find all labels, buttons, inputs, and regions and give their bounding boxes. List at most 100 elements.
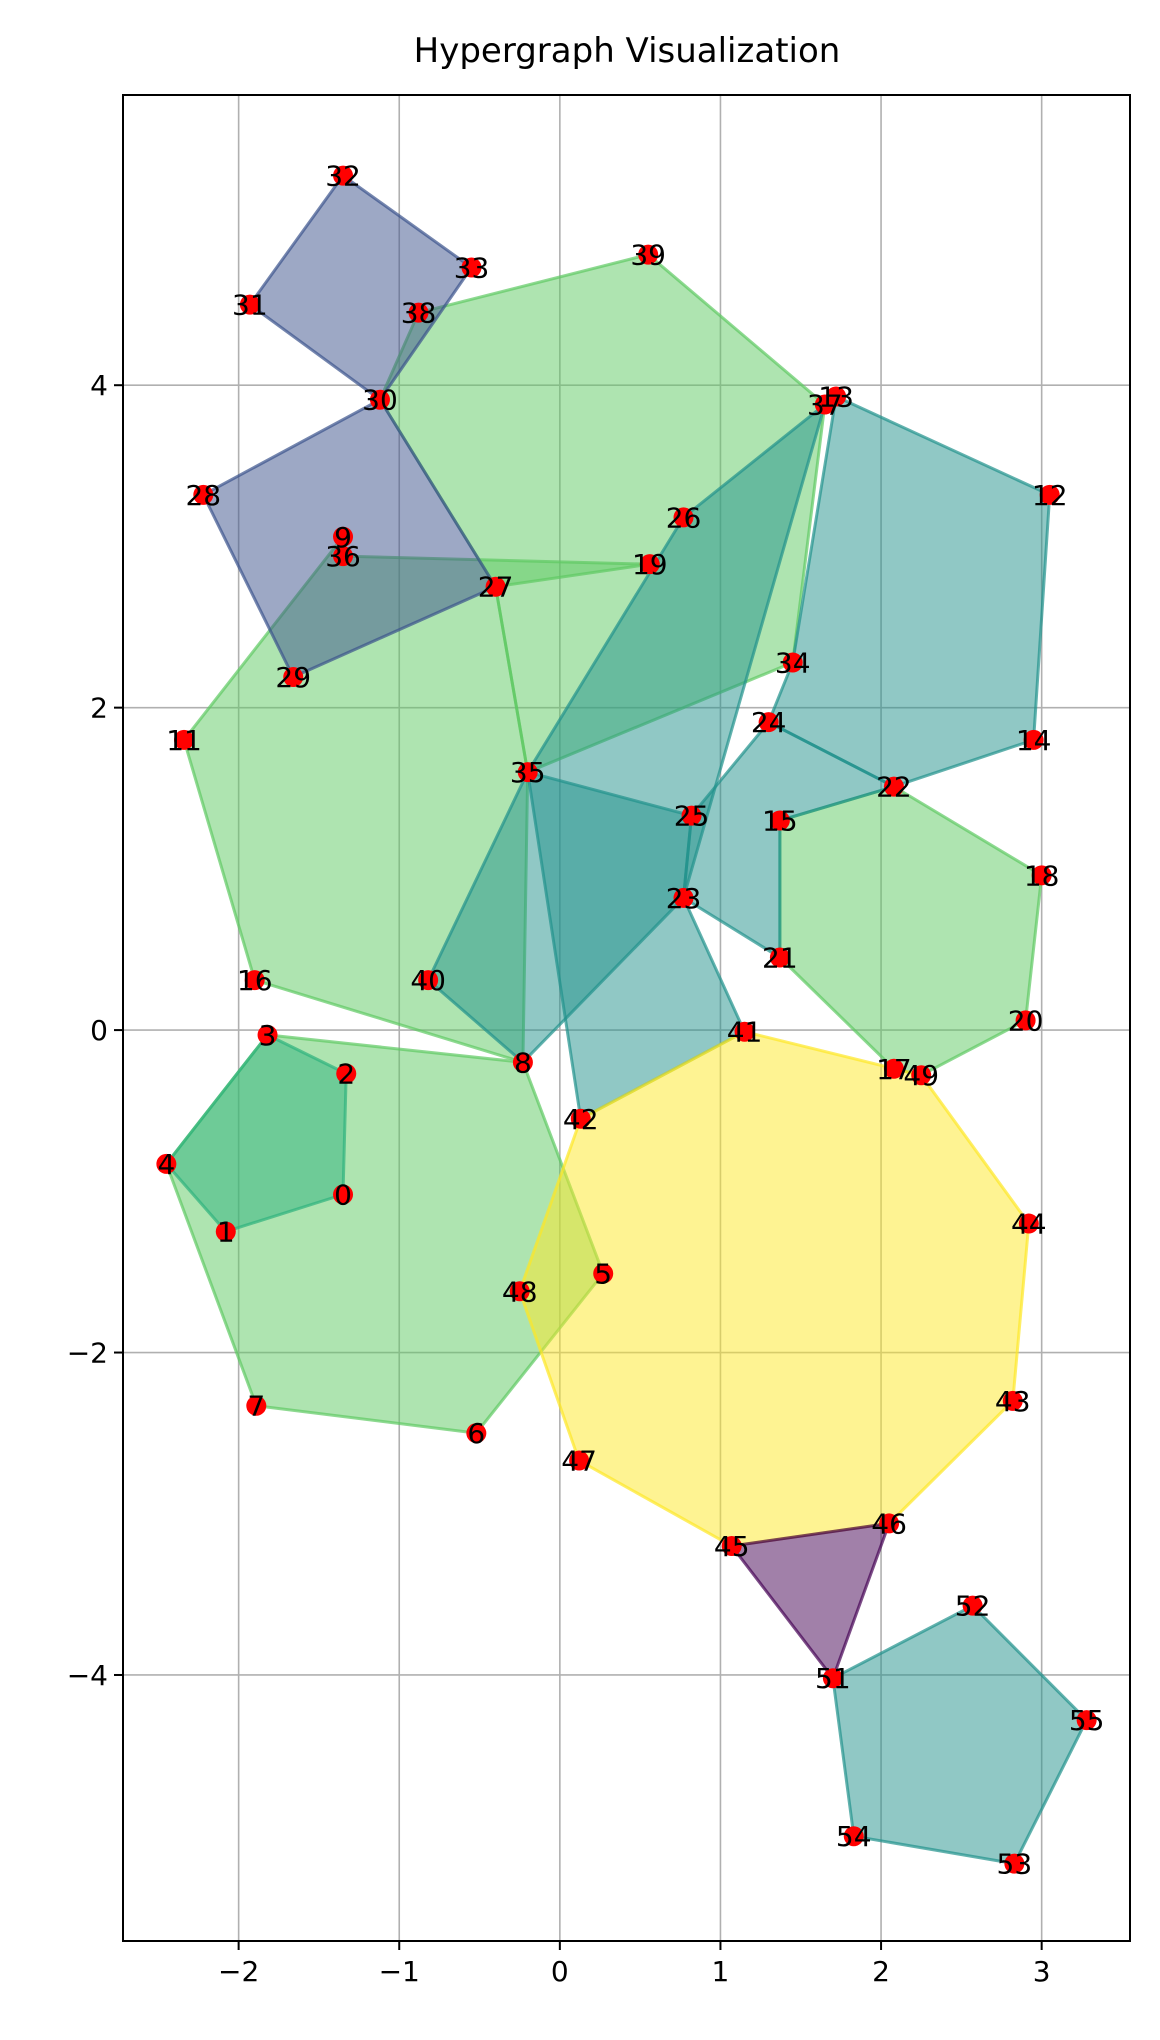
- node-marker: [822, 1668, 843, 1689]
- node-marker: [336, 1063, 357, 1084]
- node-label: 32: [325, 160, 361, 193]
- hyperedge-polygon: [778, 785, 1044, 1077]
- node-label: 47: [561, 1445, 597, 1478]
- node-label: 45: [714, 1530, 750, 1563]
- node-label: 40: [410, 964, 446, 997]
- node-marker: [461, 257, 482, 278]
- node-label: 41: [727, 1016, 763, 1049]
- node-marker: [193, 484, 214, 505]
- node-label: 53: [997, 1848, 1033, 1881]
- node-marker: [1076, 1710, 1097, 1731]
- node-label: 14: [1016, 724, 1052, 757]
- node-marker: [333, 526, 354, 547]
- node-marker: [721, 1536, 742, 1557]
- node-marker: [911, 1065, 932, 1086]
- node-marker: [509, 1281, 530, 1302]
- node-label: 20: [1008, 1004, 1044, 1037]
- node-label: 5: [594, 1258, 612, 1291]
- node-marker: [1023, 729, 1044, 750]
- node-marker: [593, 1263, 614, 1284]
- node-marker: [1002, 1390, 1023, 1411]
- node-label: 6: [467, 1417, 485, 1450]
- node-marker: [962, 1595, 983, 1616]
- node-marker: [782, 652, 803, 673]
- node-marker: [466, 1423, 487, 1444]
- node-marker: [485, 576, 506, 597]
- node-label: 15: [762, 805, 798, 838]
- node-marker: [569, 1450, 590, 1471]
- y-tick-label: 2: [90, 692, 108, 725]
- node-label: 27: [478, 571, 514, 604]
- x-tick-label: −1: [379, 1955, 420, 1988]
- chart-title: Hypergraph Visualization: [414, 31, 841, 71]
- x-tick-label: 3: [1033, 1955, 1051, 1988]
- node-marker: [174, 729, 195, 750]
- node-label: 3: [259, 1019, 277, 1052]
- node-label: 44: [1011, 1208, 1047, 1241]
- node-label: 21: [762, 942, 798, 975]
- node-label: 18: [1024, 859, 1060, 892]
- node-label: 29: [275, 661, 311, 694]
- node-labels: 0123456789111213141516171819202122232425…: [157, 160, 1104, 1881]
- hyperedge-polygon: [730, 1521, 891, 1680]
- node-marker: [883, 1058, 904, 1079]
- node-marker: [283, 667, 304, 688]
- x-tick-label: 0: [551, 1955, 569, 1988]
- y-tick-label: 4: [90, 369, 108, 402]
- node-label: 9: [334, 521, 352, 554]
- node-label: 51: [815, 1662, 851, 1695]
- node-marker: [673, 507, 694, 528]
- node-marker: [418, 970, 439, 991]
- node-label: 43: [995, 1385, 1031, 1418]
- node-label: 52: [955, 1590, 991, 1623]
- node-label: 22: [876, 771, 912, 804]
- node-label: 26: [666, 501, 702, 534]
- node-marker: [156, 1153, 177, 1174]
- node-label: 55: [1069, 1704, 1105, 1737]
- y-tick-label: 0: [90, 1014, 108, 1047]
- node-marker: [883, 776, 904, 797]
- node-marker: [246, 1395, 267, 1416]
- node-label: 25: [674, 800, 710, 833]
- node-label: 38: [401, 297, 437, 330]
- node-marker: [570, 1108, 591, 1129]
- node-label: 4: [157, 1148, 175, 1181]
- node-label: 35: [510, 756, 546, 789]
- plot-frame: [122, 94, 1131, 1942]
- node-label: 34: [775, 647, 811, 680]
- node-label: 8: [514, 1046, 532, 1079]
- node-marker: [843, 1826, 864, 1847]
- node-label: 12: [1032, 479, 1068, 512]
- node-label: 54: [836, 1820, 872, 1853]
- x-tick-label: 2: [872, 1955, 890, 1988]
- node-marker: [879, 1513, 900, 1534]
- node-label: 37: [807, 389, 843, 422]
- hyperedge-polygons: [164, 174, 1089, 1866]
- node-label: 28: [185, 479, 221, 512]
- node-marker: [333, 165, 354, 186]
- node-marker: [244, 970, 265, 991]
- node-marker: [215, 1221, 236, 1242]
- node-label: 33: [454, 252, 490, 285]
- node-label: 17: [876, 1053, 912, 1086]
- node-marker: [1018, 1213, 1039, 1234]
- node-marker: [1015, 1010, 1036, 1031]
- node-marker: [512, 1052, 533, 1073]
- node-label: 42: [563, 1103, 599, 1136]
- node-marker: [517, 762, 538, 783]
- node-label: 16: [237, 964, 273, 997]
- node-marker: [769, 810, 790, 831]
- node-label: 49: [903, 1059, 939, 1092]
- node-label: 11: [166, 724, 202, 757]
- node-label: 36: [325, 540, 361, 573]
- node-marker: [333, 546, 354, 567]
- node-marker: [333, 1184, 354, 1205]
- y-tick-label: −2: [67, 1337, 108, 1370]
- node-label: 19: [632, 548, 668, 581]
- hyperedge-polygon: [164, 1033, 348, 1234]
- node-marker: [734, 1021, 755, 1042]
- node-label: 23: [666, 882, 702, 915]
- node-label: 24: [751, 706, 787, 739]
- node-marker: [408, 302, 429, 323]
